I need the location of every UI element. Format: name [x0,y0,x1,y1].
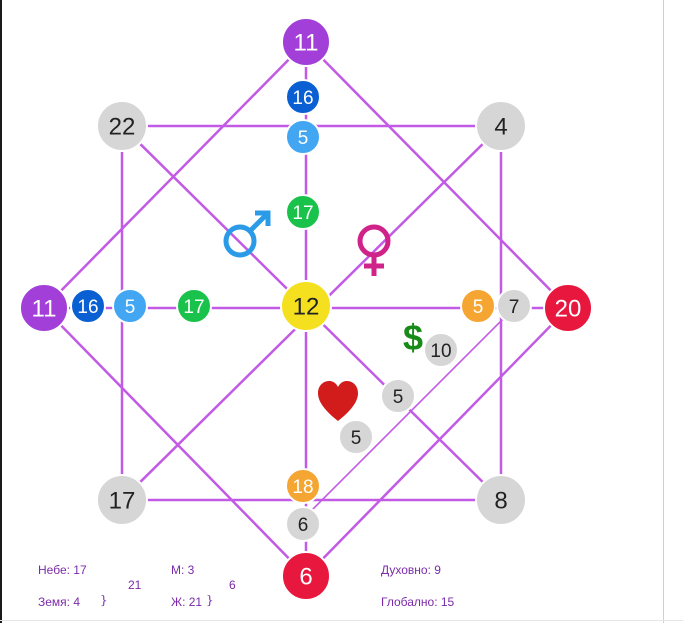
node-left-inner-3: 17 [176,288,212,324]
node-circle [176,288,212,324]
brace-1: } [100,593,108,607]
node-right-inner-1: 5 [460,288,496,324]
node-circle [281,17,331,67]
diamond-line-tl [43,41,307,309]
spiritual-stat: Духовно: 9 [381,563,441,577]
earth-stat: Земя: 4 [38,595,80,609]
node-right-inner-2: 7 [496,288,532,324]
node-circle [285,119,321,155]
diamond-line-br [305,307,569,577]
diamond-line-bl [43,307,307,577]
female-stat: Ж: 21 [171,595,202,609]
node-left-inner-2: 5 [112,288,148,324]
node-label: 7 [509,297,520,318]
node-top-inner-1: 16 [285,79,321,115]
node-label: 5 [351,428,362,449]
male-icon [223,210,271,258]
node-label: 4 [494,114,507,141]
stats-block: Небе: 17 Земя: 4 } 21 М: 3 Ж: 21 } 6 Дух… [38,563,455,609]
node-label: 11 [294,30,319,57]
node-circle [285,506,321,542]
node-corner-tr: 4 [475,100,527,152]
node-circle [475,100,527,152]
node-top-inner-3: 17 [285,194,321,230]
node-label: 17 [292,203,313,224]
node-label: 18 [292,477,313,498]
node-circle [285,194,321,230]
female-icon [357,224,391,276]
node-label: 17 [109,488,136,515]
node-right: 20 [543,283,593,333]
global-stat: Глобално: 15 [381,595,455,609]
node-circle [280,280,332,332]
matrix-nodes: 11 11 20 6 12 22 4 17 8 16 5 17 16 5 17 5 7 18 6 10 5 5 [19,17,593,601]
node-top-inner-2: 5 [285,119,321,155]
node-label: 6 [298,515,309,536]
node-circle [380,378,416,414]
node-diag-1: 10 [423,332,459,368]
node-label: 17 [183,297,204,318]
node-label: 5 [473,297,484,318]
node-label: 12 [293,294,320,321]
male-stat: М: 3 [171,563,195,577]
node-label: 10 [430,341,451,362]
sky-stat: Небе: 17 [38,563,87,577]
node-bottom: 6 [281,551,331,601]
node-circle [338,419,374,455]
node-corner-bl: 17 [96,474,148,526]
node-circle [281,551,331,601]
node-circle [285,468,321,504]
node-label: 5 [125,297,136,318]
left-border [0,0,2,623]
node-circle [96,474,148,526]
node-center: 12 [280,280,332,332]
bottom-border [0,620,683,621]
node-diag-2: 5 [380,378,416,414]
node-circle [70,288,106,324]
node-label: 16 [292,88,313,109]
node-top: 11 [281,17,331,67]
diamond-line-tr [305,41,569,309]
node-circle [19,283,69,333]
brace-2: } [206,593,214,607]
dollar-icon: $ [403,317,423,358]
node-label: 5 [298,128,309,149]
node-circle [285,79,321,115]
sum-2: 6 [229,578,236,592]
node-bottom-inner-2: 6 [285,506,321,542]
node-circle [543,283,593,333]
node-diag-3: 5 [338,419,374,455]
love-money-line [302,307,515,520]
node-label: 20 [555,296,582,323]
node-label: 8 [494,488,507,515]
node-circle [96,100,148,152]
node-bottom-inner-1: 18 [285,468,321,504]
node-label: 6 [299,564,312,591]
heart-icon [318,381,358,421]
node-circle [496,288,532,324]
node-circle [423,332,459,368]
node-label: 11 [32,296,57,323]
node-circle [475,474,527,526]
node-label: 22 [109,114,136,141]
node-left: 11 [19,283,69,333]
node-circle [460,288,496,324]
right-border [663,0,664,623]
node-corner-br: 8 [475,474,527,526]
sum-1: 21 [128,578,142,592]
node-label: 16 [77,297,98,318]
node-label: 5 [393,387,404,408]
node-corner-tl: 22 [96,100,148,152]
node-circle [112,288,148,324]
node-left-inner-1: 16 [70,288,106,324]
